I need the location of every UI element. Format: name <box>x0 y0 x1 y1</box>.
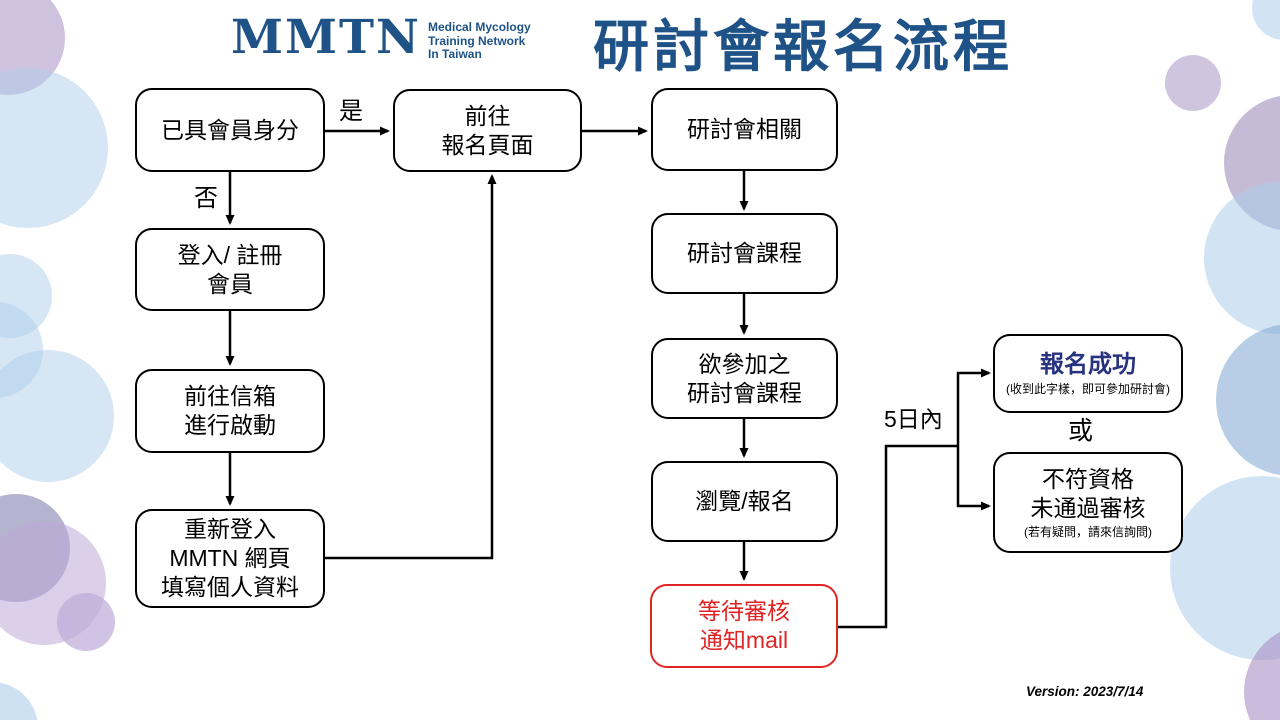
page-title: 研討會報名流程 <box>593 15 1013 78</box>
flow-node-label: 等待審核 通知mail <box>698 598 790 653</box>
decorative-circle <box>1165 55 1221 111</box>
flow-node-login-register: 登入/ 註冊 會員 <box>135 228 325 311</box>
decorative-circle <box>0 521 106 645</box>
decorative-circle <box>57 593 115 651</box>
flow-node-label: 研討會相關 <box>687 116 802 143</box>
decorative-circle <box>1204 182 1280 334</box>
decorative-circle <box>1224 96 1280 230</box>
flow-node-label: 不符資格 未通過審核 <box>1030 465 1146 521</box>
flow-node-note: (若有疑問，請來信詢問) <box>1024 524 1152 539</box>
flow-node-relogin: 重新登入 MMTN 網頁 填寫個人資料 <box>135 509 325 608</box>
flow-node-member-check: 已具會員身分 <box>135 88 325 172</box>
flow-node-course-to-join: 欲參加之 研討會課程 <box>651 338 838 419</box>
flow-node-seminar-course: 研討會課程 <box>651 213 838 294</box>
decorative-circle <box>0 68 108 228</box>
edge-to-success <box>956 368 991 446</box>
mmtn-logo-subtitle: Medical Mycology Training Network In Tai… <box>428 20 531 61</box>
flow-node-not-qualified: 不符資格 未通過審核 (若有疑問，請來信詢問) <box>993 452 1183 553</box>
decorative-circle <box>1244 632 1280 720</box>
decorative-circle <box>0 0 65 95</box>
flow-node-label: 重新登入 MMTN 網頁 填寫個人資料 <box>161 516 299 600</box>
decorative-circle <box>0 682 38 720</box>
flow-node-label: 欲參加之 研討會課程 <box>687 350 802 406</box>
decorative-circle <box>0 350 114 482</box>
decorative-circle <box>1216 324 1280 476</box>
edge-wait-elbow <box>838 444 958 629</box>
mmtn-logo: MMTN <box>231 10 421 65</box>
flow-node-register-success: 報名成功 (收到此字樣，即可參加研討會) <box>993 334 1183 413</box>
flow-node-label: 研討會課程 <box>687 240 802 267</box>
flow-node-label: 已具會員身分 <box>161 116 299 143</box>
flow-node-note: (收到此字樣，即可參加研討會) <box>1006 381 1170 396</box>
flow-node-label: 登入/ 註冊 會員 <box>177 241 283 297</box>
decorative-circle <box>1252 0 1280 40</box>
decorative-circle <box>0 494 70 602</box>
edge-to-notqualified <box>956 446 991 511</box>
decorative-circle <box>0 254 52 338</box>
flow-node-label: 瀏覽/報名 <box>695 488 794 515</box>
flow-node-mailbox-activate: 前往信箱 進行啟動 <box>135 369 325 453</box>
decorative-circle <box>1170 476 1280 660</box>
flow-node-label: 前往信箱 進行啟動 <box>184 383 276 438</box>
flow-node-wait-review: 等待審核 通知mail <box>650 584 838 668</box>
version-label: Version: 2023/7/14 <box>1026 684 1144 699</box>
edge-label-yes: 是 <box>339 98 363 125</box>
edge-relogin-to-registerpage <box>325 174 497 560</box>
flow-node-label: 報名成功 <box>1040 350 1136 378</box>
flow-node-browse-register: 瀏覽/報名 <box>651 461 838 542</box>
edge-label-or: 或 <box>1068 417 1094 445</box>
flow-node-seminar-related: 研討會相關 <box>651 88 838 171</box>
flow-node-go-register-page: 前往 報名頁面 <box>393 89 582 172</box>
flow-node-label: 前往 報名頁面 <box>441 102 534 158</box>
edge-label-no: 否 <box>194 185 218 212</box>
decorative-circle <box>0 302 43 398</box>
edge-label-within-days: 5日內 <box>884 406 943 432</box>
